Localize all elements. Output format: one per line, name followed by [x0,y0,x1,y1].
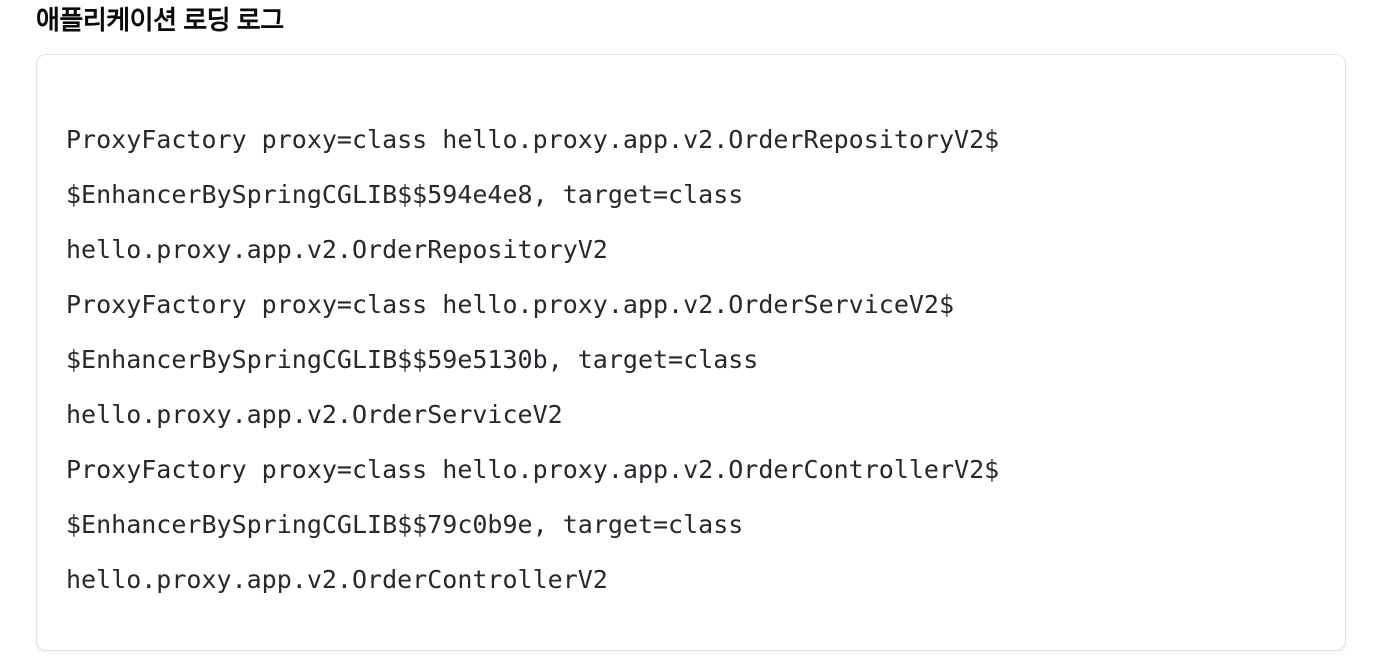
log-line: hello.proxy.app.v2.OrderControllerV2 [66,565,608,594]
page-title: 애플리케이션 로딩 로그 [36,5,284,35]
log-line: hello.proxy.app.v2.OrderRepositoryV2 [66,235,608,264]
log-line: ProxyFactory proxy=class hello.proxy.app… [66,290,955,319]
log-line: hello.proxy.app.v2.OrderServiceV2 [66,400,563,429]
log-line: $EnhancerBySpringCGLIB$$79c0b9e, target=… [66,510,744,539]
log-line: $EnhancerBySpringCGLIB$$59e5130b, target… [66,345,759,374]
log-panel: ProxyFactory proxy=class hello.proxy.app… [36,54,1346,651]
log-output: ProxyFactory proxy=class hello.proxy.app… [66,112,1317,607]
log-line: $EnhancerBySpringCGLIB$$594e4e8, target=… [66,180,744,209]
log-line: ProxyFactory proxy=class hello.proxy.app… [66,455,1000,484]
page: 애플리케이션 로딩 로그 ProxyFactory proxy=class he… [36,5,1346,651]
log-line: ProxyFactory proxy=class hello.proxy.app… [66,125,1000,154]
